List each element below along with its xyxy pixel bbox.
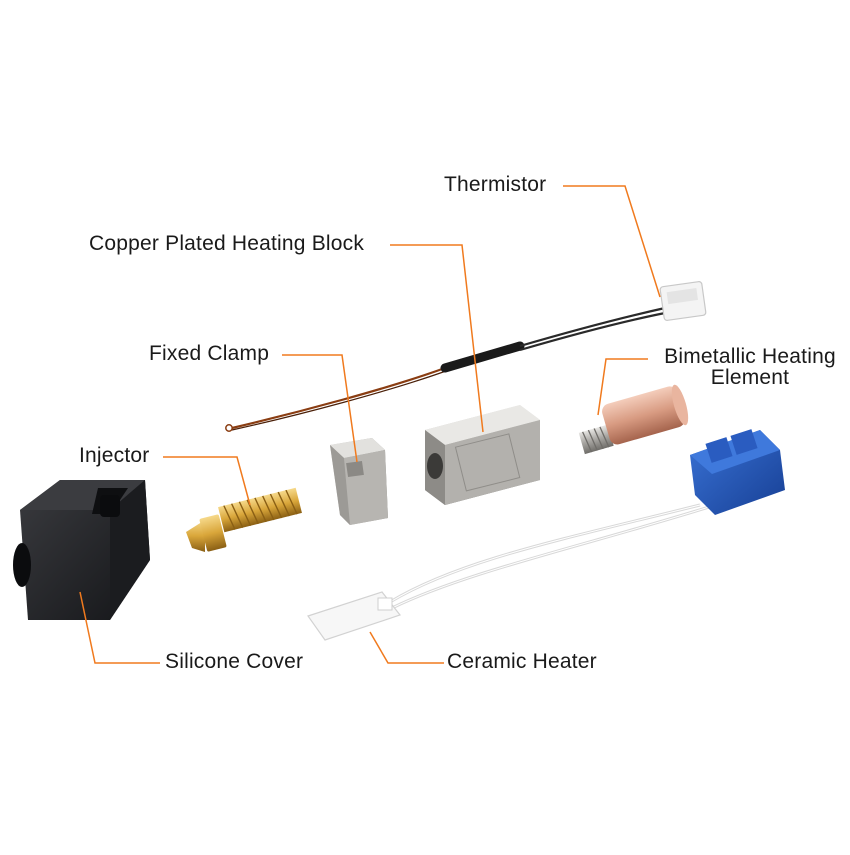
label-silicone-cover: Silicone Cover — [165, 650, 304, 673]
leader-heating-block — [390, 244, 484, 433]
leader-ceramic-heater — [369, 631, 444, 664]
leader-fixed-clamp — [282, 354, 358, 463]
bimetallic-element — [578, 384, 689, 455]
leader-injector — [163, 456, 251, 506]
label-heating-block: Copper Plated Heating Block — [89, 232, 365, 255]
leader-thermistor — [563, 185, 661, 298]
leader-silicone-cover — [79, 591, 160, 664]
ceramic-heater-connector — [690, 429, 785, 515]
fixed-clamp — [330, 438, 388, 525]
thermistor-connector — [659, 281, 707, 321]
heating-block — [425, 405, 540, 505]
label-injector: Injector — [79, 444, 150, 467]
label-bimetallic-element: Bimetallic Heating Element — [652, 345, 848, 390]
label-ceramic-heater: Ceramic Heater — [447, 650, 597, 673]
label-thermistor: Thermistor — [444, 173, 547, 196]
thermistor — [225, 281, 707, 432]
injector — [186, 487, 302, 552]
leader-lines — [79, 185, 661, 664]
leader-bimetallic — [597, 358, 648, 416]
ceramic-heater — [307, 429, 785, 641]
label-bimetallic-line2: Element — [710, 366, 790, 389]
label-bimetallic-line1: Bimetallic Heating — [664, 345, 836, 368]
silicone-cover — [13, 480, 150, 620]
label-fixed-clamp: Fixed Clamp — [149, 342, 270, 365]
